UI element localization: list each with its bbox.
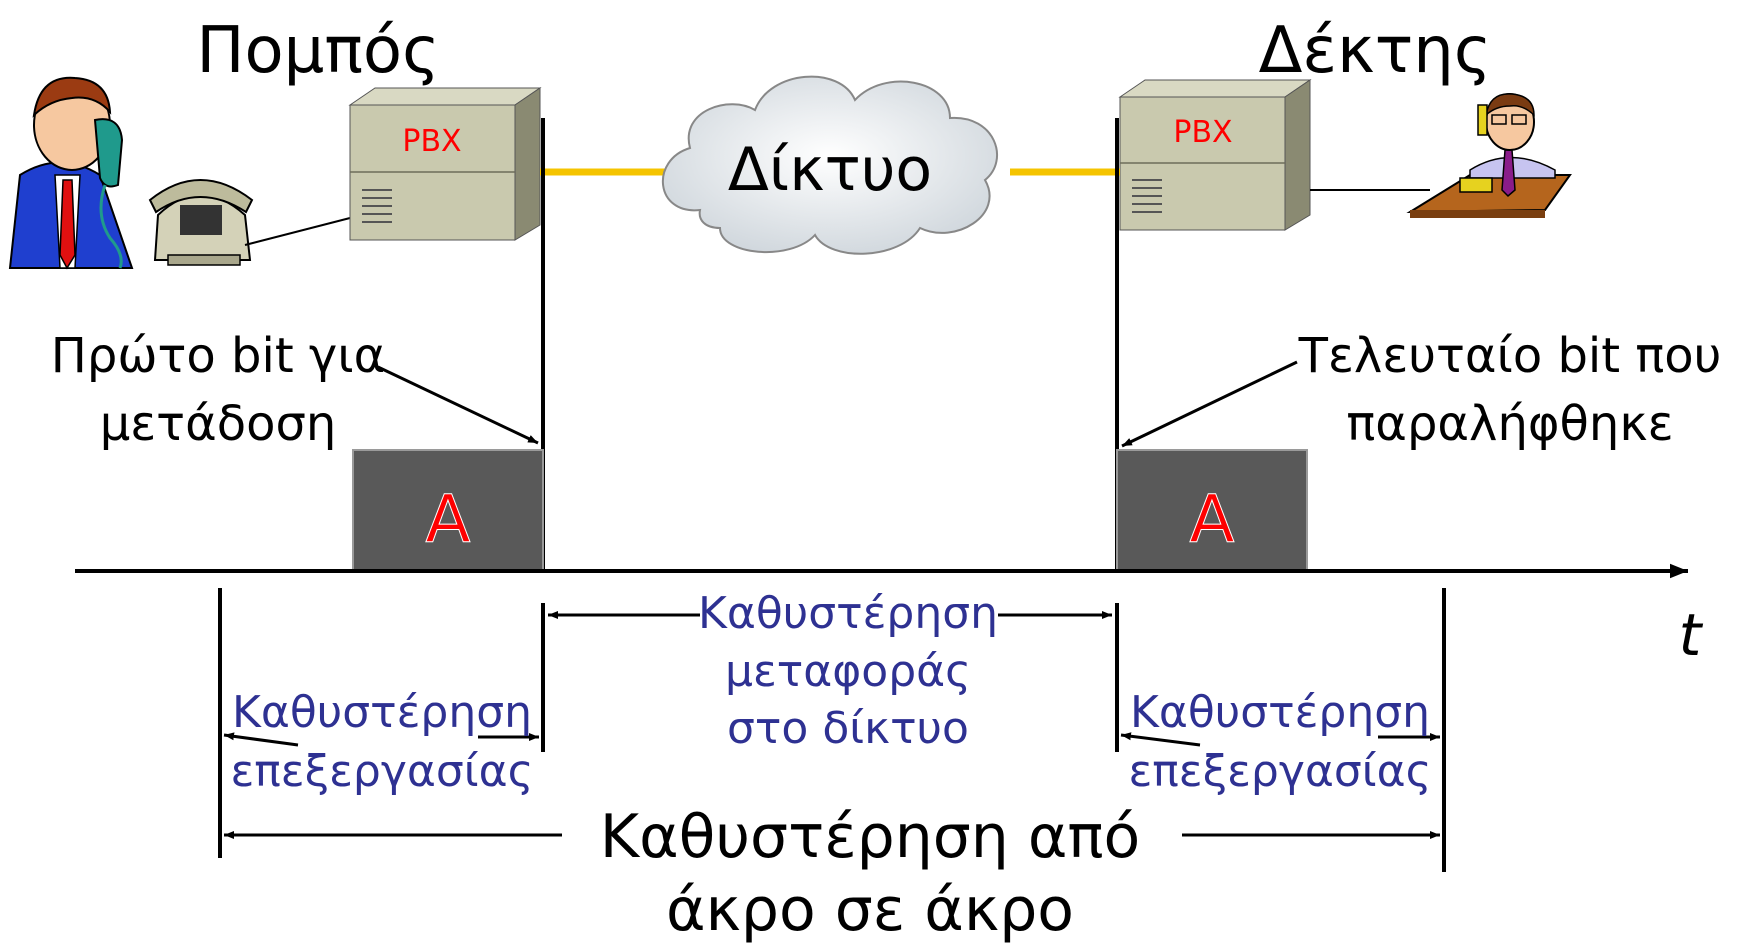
- end-to-end-label-line1: Καθυστέρηση από: [600, 802, 1141, 872]
- receiver-processing-label-line1: Καθυστέρηση: [1130, 687, 1430, 738]
- receiver-packet: [1116, 449, 1308, 572]
- time-axis-label: t: [1679, 601, 1704, 669]
- network-delay-label-line1: Καθυστέρηση: [698, 588, 998, 639]
- last-bit-label-line1: Τελευταίο bit που: [1298, 328, 1722, 384]
- last-bit-pointer: [1121, 360, 1298, 448]
- network-delay-label-line3: στο δίκτυο: [727, 703, 969, 754]
- caller-person-icon: [8, 76, 134, 270]
- last-bit-label-line2: παραλήφθηκε: [1346, 396, 1673, 452]
- receiver-pbx-label: PBX: [1173, 115, 1232, 150]
- first-bit-label-line2: μετάδοση: [100, 396, 337, 452]
- network-label: Δίκτυο: [728, 135, 932, 205]
- receiver-processing-arrow-left: [1120, 732, 1201, 747]
- network-delay-label-line2: μεταφοράς: [725, 646, 971, 697]
- sender-packet-letter: A: [425, 481, 470, 558]
- sender-processing-arrow-left: [223, 732, 299, 747]
- receiver-processing-label-line2: επεξεργασίας: [1129, 746, 1432, 797]
- sender-packet: [352, 449, 544, 572]
- receiver-title: Δέκτης: [1259, 14, 1492, 88]
- desk-phone-icon: [148, 179, 254, 266]
- sender-pbx-label: PBX: [402, 124, 461, 159]
- receiver-pbx: [1118, 79, 1312, 231]
- receiver-packet-letter: A: [1189, 481, 1234, 558]
- phone-cord: [244, 217, 351, 246]
- network-cloud-icon: [662, 75, 999, 255]
- sender-processing-label-line1: Καθυστέρηση: [232, 687, 532, 738]
- end-to-end-label-line2: άκρο σε άκρο: [666, 875, 1074, 945]
- sender-pbx: [348, 87, 542, 241]
- receiver-person-icon: [1406, 93, 1572, 218]
- first-bit-label-line1: Πρώτο bit για: [51, 328, 385, 384]
- sender-processing-label-line2: επεξεργασίας: [231, 746, 534, 797]
- first-bit-pointer: [377, 365, 539, 445]
- sender-title: Πομπός: [196, 14, 439, 88]
